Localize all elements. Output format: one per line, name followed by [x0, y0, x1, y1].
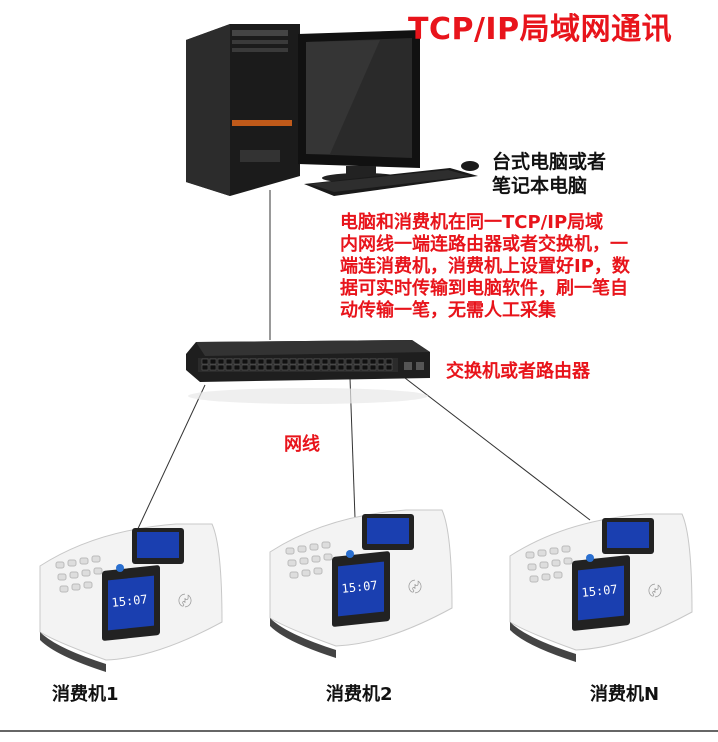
switch-port	[313, 358, 321, 365]
terminal-n-label: 消费机N	[590, 684, 660, 705]
switch-port	[257, 364, 265, 371]
terminal-2-time: 15:07	[341, 578, 378, 596]
note-line: 动传输一笔，无需人工采集	[340, 300, 556, 321]
note-line: 据可实时传输到电脑软件，刷一笔自	[340, 278, 628, 299]
switch-port	[297, 358, 305, 365]
note-line: 端连消费机，消费机上设置好IP，数	[340, 256, 630, 277]
switch-port	[281, 358, 289, 365]
switch-port	[305, 364, 313, 371]
network-note: 电脑和消费机在同一TCP/IP局域 内网线一端连路由器或者交换机，一 端连消费机…	[340, 212, 630, 322]
switch-port	[225, 364, 233, 371]
switch-port	[257, 358, 265, 365]
switch-port	[345, 358, 353, 365]
switch-port	[217, 364, 225, 371]
switch-port	[217, 358, 225, 365]
monitor	[298, 30, 420, 183]
switch-port	[249, 364, 257, 371]
switch-port	[201, 358, 209, 365]
terminal-n-time: 15:07	[581, 582, 618, 600]
terminal-2-label: 消费机2	[326, 684, 393, 705]
switch-port	[337, 358, 345, 365]
switch-port	[353, 358, 361, 365]
switch-port	[369, 364, 377, 371]
terminal-1-device: 〄	[39, 523, 223, 672]
network-switch	[186, 340, 430, 404]
page-title: TCP/IP局域网通讯	[408, 12, 673, 47]
cable-switch-to-terminal-n	[404, 377, 591, 521]
switch-port	[329, 358, 337, 365]
switch-port	[377, 364, 385, 371]
switch-port	[329, 364, 337, 371]
switch-port	[225, 358, 233, 365]
switch-port	[337, 364, 345, 371]
keyboard	[304, 161, 479, 196]
switch-port	[281, 364, 289, 371]
terminal-1-time: 15:07	[111, 592, 148, 610]
switch-port	[313, 364, 321, 371]
switch-port	[305, 358, 313, 365]
switch-port	[273, 364, 281, 371]
switch-port	[233, 364, 241, 371]
svg-text:〄: 〄	[648, 584, 662, 600]
cable-label: 网线	[284, 434, 320, 455]
switch-port	[385, 364, 393, 371]
switch-port	[361, 358, 369, 365]
switch-port	[249, 358, 257, 365]
switch-port	[297, 364, 305, 371]
switch-port	[289, 364, 297, 371]
pc-label-line-2: 笔记本电脑	[492, 175, 588, 197]
terminal-1-label: 消费机1	[52, 684, 119, 705]
switch-port	[265, 358, 273, 365]
switch-port	[385, 358, 393, 365]
svg-text:〄: 〄	[178, 594, 192, 610]
switch-port	[321, 364, 329, 371]
switch-port	[209, 358, 217, 365]
note-line: 电脑和消费机在同一TCP/IP局域	[340, 212, 604, 233]
switch-port	[345, 364, 353, 371]
switch-port	[361, 364, 369, 371]
switch-port	[209, 364, 217, 371]
switch-port	[241, 364, 249, 371]
switch-label: 交换机或者路由器	[446, 361, 590, 382]
terminal-2-device: 〄	[269, 509, 453, 658]
switch-port	[353, 364, 361, 371]
switch-port	[273, 358, 281, 365]
switch-port	[241, 358, 249, 365]
cable-switch-to-terminal-1	[134, 384, 206, 536]
switch-port	[321, 358, 329, 365]
terminal-n-device: 〄	[509, 513, 693, 662]
bottom-divider	[0, 730, 718, 732]
desktop-tower	[186, 24, 300, 196]
switch-port	[265, 364, 273, 371]
pc-label-line-1: 台式电脑或者	[492, 151, 607, 173]
pc-label: 台式电脑或者 笔记本电脑	[492, 150, 606, 198]
svg-text:〄: 〄	[408, 580, 422, 596]
switch-port	[369, 358, 377, 365]
note-line: 内网线一端连路由器或者交换机，一	[340, 234, 628, 255]
switch-port	[233, 358, 241, 365]
switch-port	[201, 364, 209, 371]
switch-port	[289, 358, 297, 365]
switch-port	[377, 358, 385, 365]
